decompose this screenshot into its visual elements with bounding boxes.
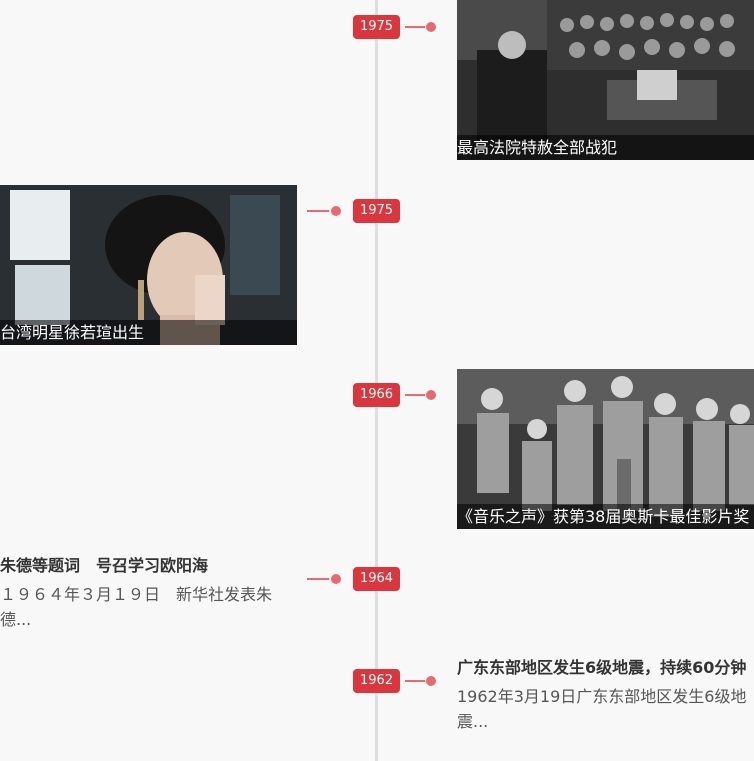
event-card-courtroom[interactable]: 最高法院特赦全部战犯 [457, 0, 754, 160]
event-title: 广东东部地区发生6级地震，持续60分钟 [457, 658, 747, 677]
year-badge: 1966 [353, 383, 400, 407]
courtroom-photo [457, 0, 754, 160]
event-caption: 最高法院特赦全部战犯 [457, 135, 754, 160]
portrait-photo [0, 185, 297, 345]
timeline-axis [375, 0, 378, 761]
timeline-connector [405, 676, 436, 686]
choir-photo [457, 369, 754, 529]
event-summary: １９６４年３月１９日 新华社发表朱德... [0, 585, 273, 629]
year-badge: 1962 [353, 669, 400, 693]
event-card-portrait[interactable]: 台湾明星徐若瑄出生 [0, 185, 297, 345]
timeline-connector [307, 574, 341, 584]
event-caption: 台湾明星徐若瑄出生 [0, 320, 297, 345]
timeline-connector [307, 206, 341, 216]
event-card-choir[interactable]: 《音乐之声》获第38届奥斯卡最佳影片奖 [457, 369, 754, 529]
year-badge: 1975 [353, 199, 400, 223]
event-caption: 《音乐之声》获第38届奥斯卡最佳影片奖 [457, 504, 754, 529]
year-badge: 1964 [353, 567, 400, 591]
event-summary: 1962年3月19日广东东部地区发生6级地震... [457, 687, 747, 731]
event-card-text[interactable]: 广东东部地区发生6级地震，持续60分钟 1962年3月19日广东东部地区发生6级… [457, 655, 754, 734]
event-card-text[interactable]: 朱德等题词 号召学习欧阳海 １９６４年３月１９日 新华社发表朱德... [0, 553, 297, 632]
timeline-connector [405, 390, 436, 400]
timeline-connector [405, 22, 436, 32]
year-badge: 1975 [353, 15, 400, 39]
event-title: 朱德等题词 号召学习欧阳海 [0, 556, 209, 575]
